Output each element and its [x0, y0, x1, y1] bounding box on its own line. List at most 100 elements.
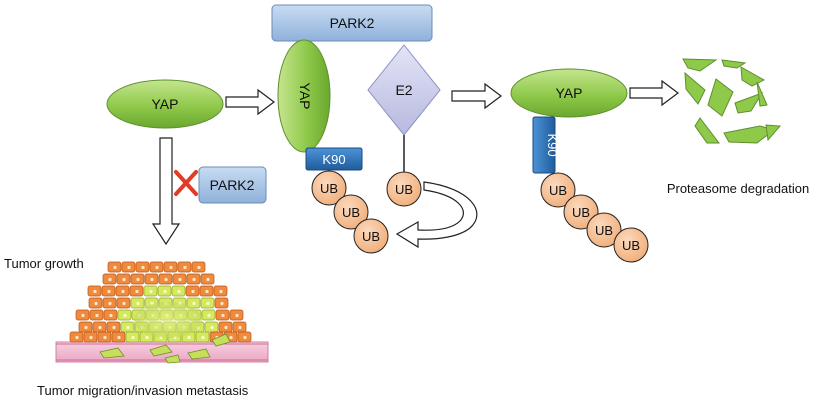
cell-nucleus [136, 277, 140, 282]
svg-text:UB: UB [320, 181, 338, 196]
migrating-cells [99, 333, 231, 364]
cell-nucleus [145, 335, 149, 340]
yap-free-protein: YAP [106, 79, 224, 129]
tumor-migration-label: Tumor migration/invasion metastasis [37, 383, 249, 398]
cell-nucleus [221, 313, 225, 318]
cell-nucleus [95, 313, 99, 318]
cell-nucleus [89, 335, 93, 340]
cell-nucleus [84, 325, 88, 330]
cell-nucleus [126, 325, 130, 330]
ub-chain-right: UB UB UB UB [540, 172, 649, 263]
k90-bound-label: K90 [322, 152, 345, 167]
cell-nucleus [123, 313, 127, 318]
svg-text:UB: UB [342, 205, 360, 220]
e2-enzyme: E2 [367, 44, 441, 173]
cell-nucleus [98, 325, 102, 330]
cell-nucleus [127, 265, 131, 270]
yap-bound-protein: YAP [277, 39, 331, 153]
yap-left-label: YAP [152, 96, 179, 112]
cell-nucleus [238, 325, 242, 330]
cell-nucleus [177, 289, 181, 294]
cell-nucleus [112, 325, 116, 330]
cell-nucleus [207, 313, 211, 318]
cell-nucleus [117, 335, 121, 340]
cell-nucleus [235, 313, 239, 318]
cell-nucleus [113, 265, 117, 270]
ub-bead: UB [311, 170, 347, 206]
arrow-to-proteasome [629, 79, 679, 107]
yap-bound-label: YAP [297, 83, 313, 110]
k90-bound: K90 [305, 147, 363, 171]
cell-nucleus [206, 301, 210, 306]
cell-nucleus [163, 289, 167, 294]
cell-nucleus [191, 289, 195, 294]
ub-transfer-arrow [395, 181, 478, 249]
cell-nucleus [183, 265, 187, 270]
cell-nucleus [109, 313, 113, 318]
cell-nucleus [155, 265, 159, 270]
cell-nucleus [93, 289, 97, 294]
k90-right-label: K90 [545, 133, 560, 156]
svg-text:UB: UB [395, 182, 413, 197]
tumor-growth-label: Tumor growth [4, 256, 84, 271]
cell-nucleus [108, 301, 112, 306]
cell-nucleus [103, 335, 107, 340]
cell-nucleus [224, 325, 228, 330]
cell-nucleus [178, 277, 182, 282]
svg-text:UB: UB [622, 238, 640, 253]
cell-nucleus [192, 301, 196, 306]
cell-nucleus [75, 335, 79, 340]
tumor-cell-mass [69, 261, 252, 343]
svg-text:UB: UB [549, 183, 567, 198]
cell-nucleus [205, 289, 209, 294]
cell-nucleus [149, 289, 153, 294]
cell-nucleus [164, 277, 168, 282]
cell-nucleus [220, 301, 224, 306]
invasion-core [134, 302, 202, 338]
proteasome-fragments-icon [682, 58, 782, 144]
cell-nucleus [210, 325, 214, 330]
ub-bead: UB [613, 227, 649, 263]
k90-right: K90 [532, 116, 560, 174]
cell-nucleus [192, 277, 196, 282]
cell-nucleus [219, 289, 223, 294]
ub-chain-bound: UB UB UB [311, 170, 389, 254]
park2-blocked-label: PARK2 [210, 177, 255, 193]
cell-nucleus [197, 265, 201, 270]
cell-nucleus [141, 265, 145, 270]
cell-nucleus [107, 289, 111, 294]
cell-nucleus [229, 335, 233, 340]
ub-bead: UB [353, 218, 389, 254]
park2-top: PARK2 [271, 4, 433, 42]
cell-nucleus [122, 277, 126, 282]
proteasome-label: Proteasome degradation [667, 181, 809, 196]
cell-nucleus [136, 301, 140, 306]
cell-nucleus [131, 335, 135, 340]
ub-bead: UB [333, 194, 369, 230]
ub-bead: UB [586, 212, 622, 248]
cell-nucleus [81, 313, 85, 318]
e2-label: E2 [395, 82, 412, 98]
cell-nucleus [108, 277, 112, 282]
cell-nucleus [94, 301, 98, 306]
yap-right-label: YAP [556, 85, 583, 101]
arrow-to-complex [225, 88, 275, 116]
arrow-down-to-tumor [151, 137, 181, 246]
cell-nucleus [135, 289, 139, 294]
cell-nucleus [150, 277, 154, 282]
ub-e2: UB [386, 171, 422, 207]
park2-top-label: PARK2 [330, 15, 375, 31]
cell-nucleus [121, 289, 125, 294]
svg-text:UB: UB [595, 223, 613, 238]
cell-nucleus [122, 301, 126, 306]
ub-bead: UB [540, 172, 576, 208]
yap-ubiquitinated: YAP [510, 68, 628, 118]
svg-text:UB: UB [362, 229, 380, 244]
cell-nucleus [206, 277, 210, 282]
svg-text:UB: UB [572, 205, 590, 220]
inhibition-cross-icon [174, 170, 198, 196]
arrow-to-right-yap [451, 82, 502, 110]
cell-nucleus [243, 335, 247, 340]
